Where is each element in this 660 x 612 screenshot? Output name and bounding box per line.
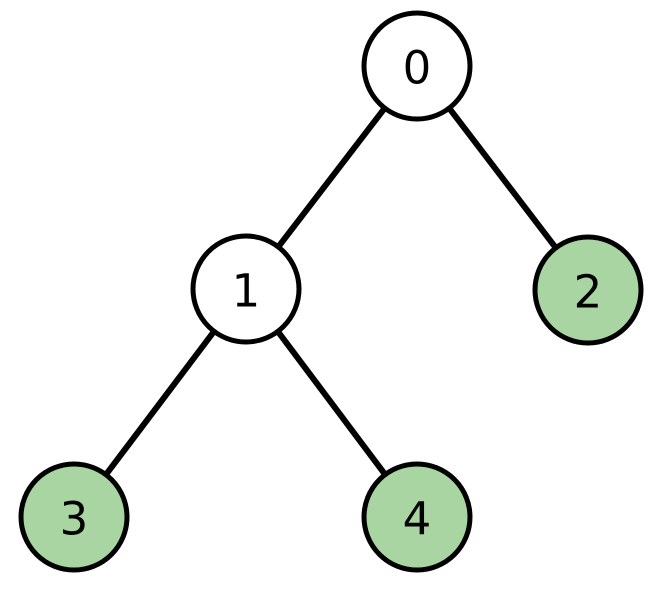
tree-node-2: 2	[532, 234, 644, 346]
tree-node-circle-2	[532, 234, 644, 346]
tree-node-label-2: 2	[574, 266, 603, 319]
tree-node-circle-1	[190, 233, 302, 345]
tree-node-circle-3	[18, 461, 130, 573]
tree-node-1: 1	[190, 233, 302, 345]
tree-node-3: 3	[18, 461, 130, 573]
tree-node-circle-4	[361, 461, 473, 573]
tree-node-label-4: 4	[403, 493, 432, 546]
tree-node-circle-0	[361, 10, 473, 122]
tree-node-label-0: 0	[403, 42, 432, 95]
tree-node-label-1: 1	[232, 265, 261, 318]
tree-node-0: 0	[361, 10, 473, 122]
tree-node-4: 4	[361, 461, 473, 573]
tree-node-label-3: 3	[60, 493, 89, 546]
